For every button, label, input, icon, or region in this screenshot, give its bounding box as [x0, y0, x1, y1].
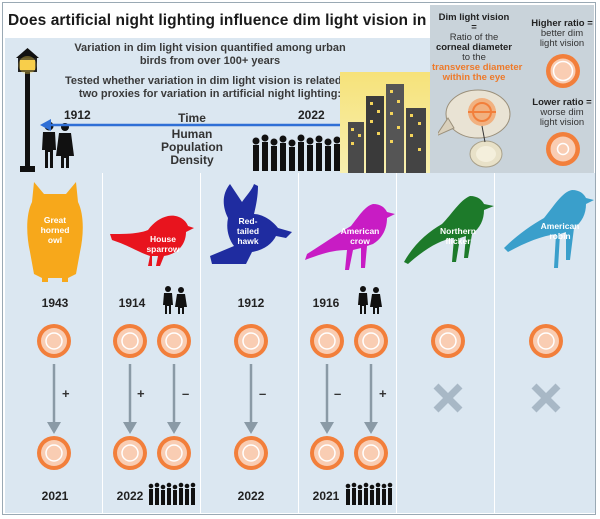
sparrow-ring-end-b-icon: [156, 435, 192, 471]
owl-effect-sign: +: [62, 386, 70, 401]
sparrow-label-2: sparrow: [146, 244, 180, 254]
sparrow-ring-start-a-icon: [112, 323, 148, 359]
hawk-label-2: tailed: [236, 226, 260, 236]
timeline-start-year: 1912: [64, 108, 91, 122]
crow-ring-end-b-icon: [353, 435, 389, 471]
legend-lower-line-3: light vision: [539, 117, 585, 128]
sparrow-start-year: 1914: [118, 296, 146, 310]
intro-line-4: two proxies for variation in artificial …: [78, 88, 342, 100]
timeline-label: Time: [178, 111, 206, 125]
owl-end-year: 2021: [41, 489, 69, 503]
density-label-3: Density: [170, 153, 214, 167]
sparrow-effect-sign-b: –: [182, 386, 190, 401]
hawk-ring-end-icon: [233, 435, 269, 471]
legend-higher-line-1: Higher ratio =: [531, 18, 593, 29]
hawk-ring-start-icon: [233, 323, 269, 359]
robin-no-effect-icon: [531, 383, 561, 413]
bird-skull-icon: [438, 89, 511, 168]
crow-effect-sign-b: +: [379, 386, 387, 401]
owl-ring-start-icon: [36, 323, 72, 359]
sparrow-silhouette-icon: [110, 215, 194, 266]
intro-line-1: Variation in dim light vision quantified…: [74, 42, 346, 54]
hawk-label-1: Red-: [238, 216, 258, 226]
sparrow-effect-sign-a: +: [137, 386, 145, 401]
hawk-start-year: 1912: [237, 296, 265, 310]
flicker-ring-icon: [430, 323, 466, 359]
crow-start-year: 1916: [312, 296, 340, 310]
definition-line-1: Ratio of the: [449, 32, 499, 43]
owl-label-3: owl: [47, 235, 63, 245]
legend-higher-line-3: light vision: [539, 38, 585, 49]
legend-lower-ring-icon: [546, 132, 580, 166]
definition-line-5: within the eye: [442, 72, 506, 83]
sparrow-ring-start-b-icon: [156, 323, 192, 359]
sparrow-ring-end-a-icon: [112, 435, 148, 471]
legend-higher-line-2: better dim: [540, 28, 584, 39]
lamp-post-icon: [16, 48, 39, 172]
robin-label-1: American: [540, 221, 580, 231]
definition-equals: =: [471, 22, 477, 33]
hawk-end-year: 2022: [237, 489, 265, 503]
hawk-silhouette-icon: [210, 184, 292, 264]
sparrow-crowd-icon: [148, 482, 196, 505]
crow-ring-start-b-icon: [353, 323, 389, 359]
flicker-label-1: Northern: [440, 226, 476, 236]
sparrow-label-1: House: [150, 234, 176, 244]
crow-ring-start-a-icon: [309, 323, 345, 359]
owl-label-1: Great: [43, 215, 67, 225]
owl-start-year: 1943: [41, 296, 69, 310]
legend-lower-line-1: Lower ratio =: [532, 97, 592, 108]
crow-end-year: 2021: [312, 489, 340, 503]
intro-line-2: birds from over 100+ years: [139, 55, 281, 67]
crow-effect-sign-a: –: [334, 386, 342, 401]
figure-frame: [2, 2, 596, 515]
crow-silhouette-icon: [305, 204, 395, 270]
density-label-1: Human: [171, 127, 213, 141]
definition-line-2: corneal diameter: [435, 42, 513, 53]
crow-label-1: American: [340, 226, 380, 236]
definition-line-4: transverse diameter: [432, 62, 523, 73]
page-title: Does artificial night lighting influence…: [8, 12, 527, 29]
hawk-effect-sign: –: [259, 386, 267, 401]
timeline-end-year: 2022: [298, 108, 325, 122]
robin-label-2: robin: [549, 231, 571, 241]
crow-crowd-icon: [345, 482, 393, 505]
definition-title: Dim light vision: [438, 12, 510, 23]
owl-silhouette-icon: [27, 182, 83, 282]
intro-line-3: Tested whether variation in dim light vi…: [64, 75, 356, 87]
crow-label-2: crow: [350, 236, 370, 246]
owl-ring-end-icon: [36, 435, 72, 471]
owl-label-2: horned: [40, 225, 70, 235]
sparrow-end-year: 2022: [116, 489, 144, 503]
sparrow-couple-icon: [163, 286, 187, 314]
robin-silhouette-icon: [504, 190, 594, 268]
flicker-silhouette-icon: [404, 196, 494, 264]
city-skyline-icon: [340, 72, 430, 173]
legend-lower-line-2: worse dim: [540, 107, 584, 118]
flicker-no-effect-icon: [433, 383, 463, 413]
definition-line-3: to the: [462, 52, 486, 63]
density-label-2: Population: [161, 140, 223, 154]
hawk-label-3: hawk: [237, 236, 259, 246]
legend-higher-ring-icon: [546, 54, 580, 88]
crow-ring-end-a-icon: [309, 435, 345, 471]
crow-couple-icon: [358, 286, 382, 314]
crowd-silhouette-icon: [252, 134, 341, 171]
robin-ring-icon: [528, 323, 564, 359]
flicker-label-2: flicker: [445, 236, 471, 246]
